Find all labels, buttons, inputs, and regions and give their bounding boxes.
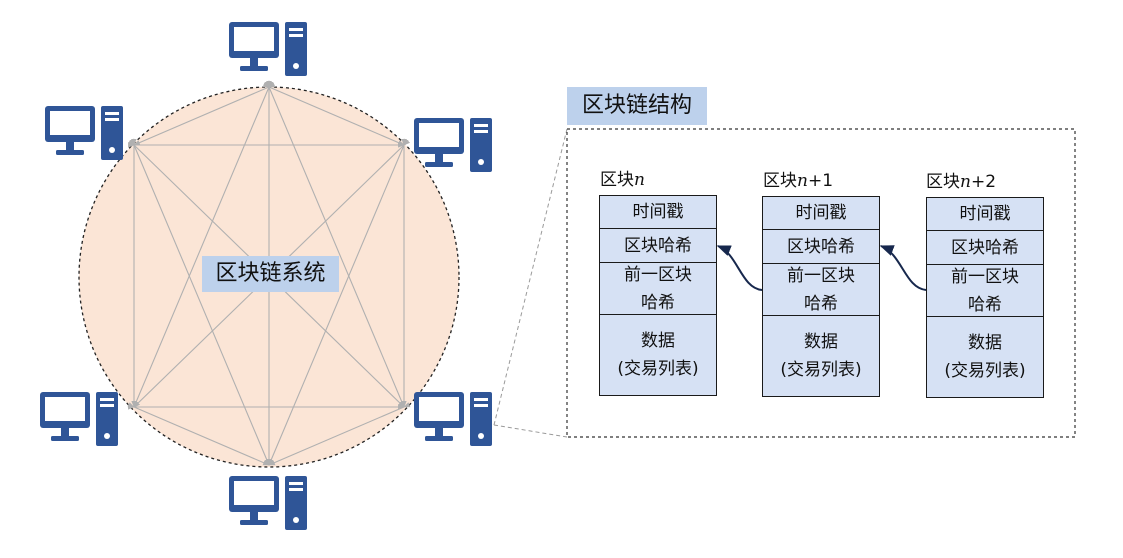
data-cell: 数据 (交易列表) <box>600 315 716 395</box>
data-line1: 数据 <box>968 333 1002 353</box>
computer-icon <box>414 392 492 446</box>
prev-hash-line2: 哈希 <box>641 292 675 313</box>
structure-container <box>566 128 1076 438</box>
computer-icon <box>40 392 118 446</box>
prev-hash-line1: 前一区块 <box>787 265 855 286</box>
block-title-prefix: 区块 <box>763 171 797 191</box>
hash-link-arrow <box>716 245 763 291</box>
data-line2: (交易列表) <box>944 361 1026 381</box>
hash-link-arrow <box>879 245 927 291</box>
data-cell: 数据 (交易列表) <box>927 317 1043 397</box>
system-label: 区块链系统 <box>202 256 339 292</box>
data-line1: 数据 <box>641 331 675 351</box>
block-title-var: n <box>634 170 645 190</box>
data-cell: 数据 (交易列表) <box>763 316 879 396</box>
block-title-suffix: +1 <box>807 171 834 191</box>
block-title-var: n <box>960 172 971 192</box>
computer-icon <box>45 106 123 160</box>
block-n: 时间戳 区块哈希 前一区块 哈希 数据 (交易列表) <box>599 195 717 396</box>
prev-hash-line1: 前一区块 <box>951 266 1019 287</box>
prev-hash-cell: 前一区块 哈希 <box>600 263 716 315</box>
block-title: 区块n <box>600 165 645 190</box>
block-title: 区块n+1 <box>763 166 833 191</box>
computer-icon <box>229 22 307 76</box>
block-n-plus-2: 时间戳 区块哈希 前一区块 哈希 数据 (交易列表) <box>926 197 1044 398</box>
prev-hash-cell: 前一区块 哈希 <box>927 265 1043 317</box>
block-hash-cell: 区块哈希 <box>763 230 879 264</box>
timestamp-cell: 时间戳 <box>763 197 879 230</box>
block-title-prefix: 区块 <box>600 170 634 190</box>
data-line1: 数据 <box>804 332 838 352</box>
block-title: 区块n+2 <box>926 167 996 192</box>
timestamp-cell: 时间戳 <box>600 196 716 229</box>
timestamp-cell: 时间戳 <box>927 198 1043 231</box>
data-line2: (交易列表) <box>617 359 699 379</box>
computer-icon <box>414 118 492 172</box>
zoom-lines <box>493 128 568 438</box>
prev-hash-line1: 前一区块 <box>624 264 692 285</box>
block-n-plus-1: 时间戳 区块哈希 前一区块 哈希 数据 (交易列表) <box>762 196 880 397</box>
prev-hash-line2: 哈希 <box>968 294 1002 315</box>
data-line2: (交易列表) <box>780 360 862 380</box>
structure-title: 区块链结构 <box>567 87 707 125</box>
block-hash-cell: 区块哈希 <box>927 231 1043 265</box>
block-title-var: n <box>797 171 808 191</box>
block-hash-cell: 区块哈希 <box>600 229 716 263</box>
block-title-prefix: 区块 <box>926 172 960 192</box>
prev-hash-cell: 前一区块 哈希 <box>763 264 879 316</box>
block-title-suffix: +2 <box>970 172 997 192</box>
prev-hash-line2: 哈希 <box>804 293 838 314</box>
computer-icon <box>229 476 307 530</box>
